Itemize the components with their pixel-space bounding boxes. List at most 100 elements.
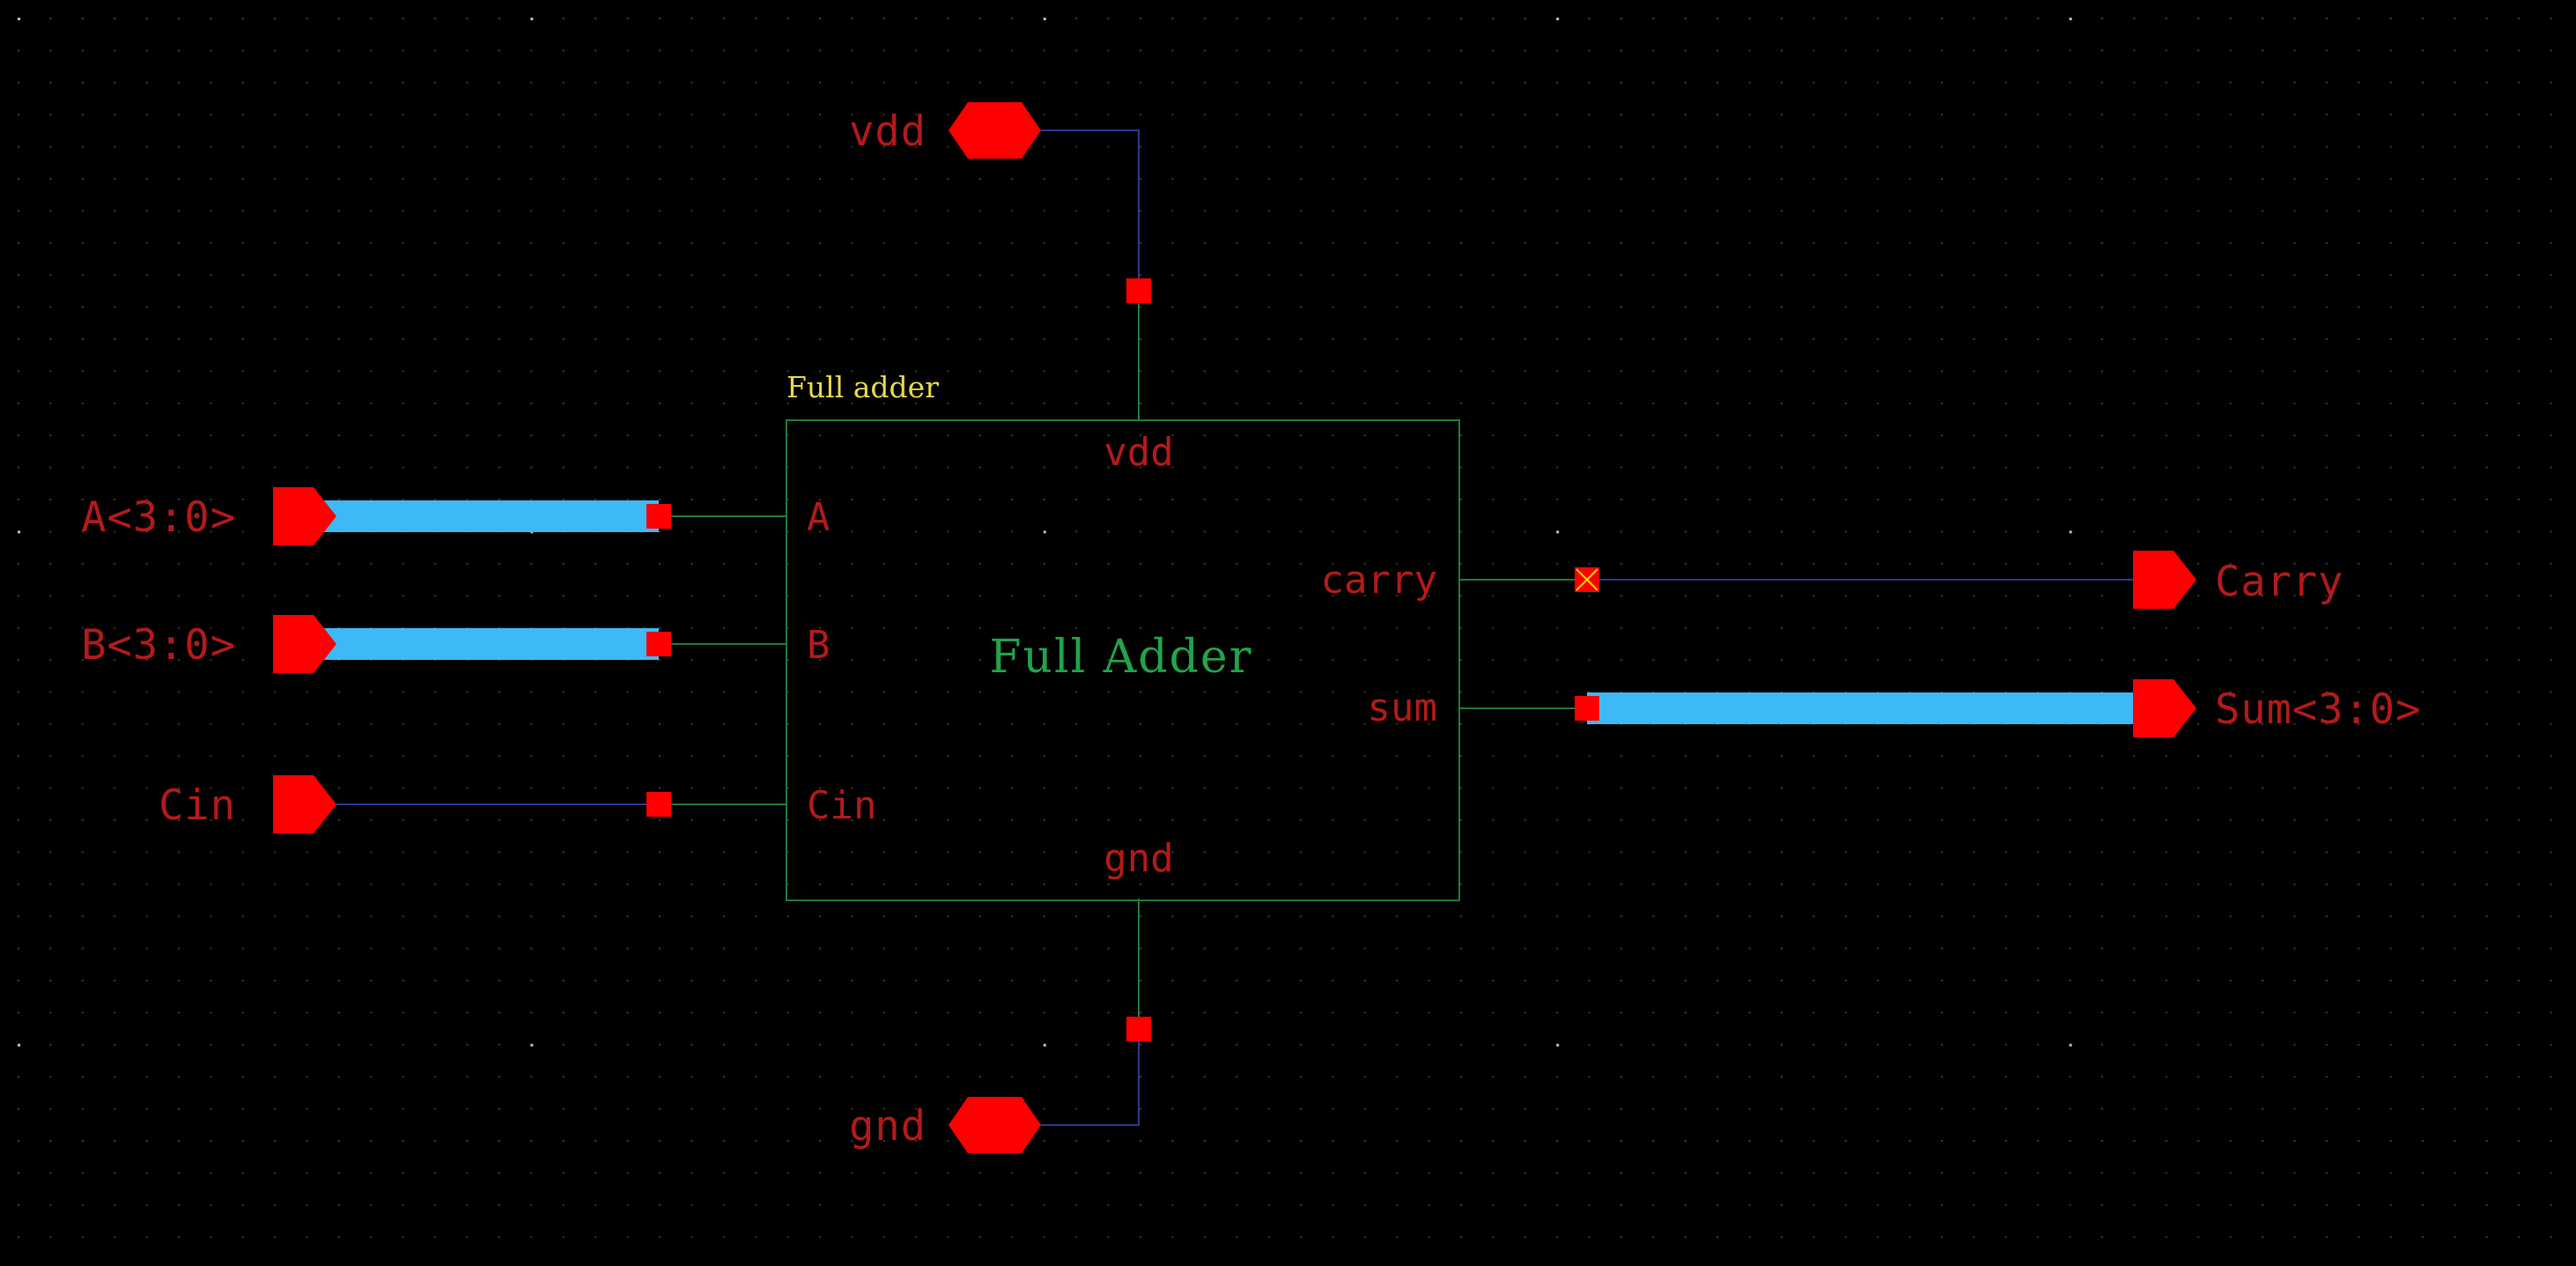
grid-dot — [1844, 659, 1847, 661]
grid-dot — [947, 370, 949, 373]
grid-dot — [1300, 1172, 1302, 1174]
grid-dot — [1171, 722, 1174, 725]
wire-end-B[interactable] — [646, 632, 671, 656]
grid-dot — [2389, 145, 2392, 148]
grid-dot — [947, 851, 949, 854]
grid-dot — [2358, 851, 2360, 854]
grid-dot — [1107, 114, 1110, 116]
grid-dot — [1748, 18, 1751, 19]
wire-end-A[interactable] — [646, 504, 671, 529]
wire-end-sum[interactable] — [1575, 696, 1599, 721]
grid-dot — [2358, 915, 2360, 918]
grid-dot — [2133, 787, 2136, 789]
grid-dot — [114, 851, 116, 854]
grid-dot — [2485, 659, 2488, 661]
grid-dot — [1332, 915, 1334, 918]
grid-dot — [1941, 49, 1943, 52]
grid-dot — [1908, 691, 1911, 693]
grid-dot — [338, 980, 340, 981]
grid-dot — [2037, 1203, 2040, 1206]
grid-dot — [2133, 947, 2136, 950]
grid-dot — [1877, 49, 1879, 52]
grid-dot — [1588, 980, 1591, 981]
grid-dot — [1043, 274, 1045, 277]
grid-dot — [2197, 819, 2200, 821]
grid-dot — [81, 306, 84, 308]
pin-vdd-hexagon-icon[interactable] — [948, 102, 1041, 159]
grid-dot — [338, 178, 340, 180]
grid-dot — [2069, 595, 2071, 597]
grid-dot — [755, 980, 757, 981]
grid-dot — [1107, 1236, 1110, 1239]
pin-Cin-arrow-icon[interactable] — [273, 775, 336, 833]
grid-dot — [722, 18, 725, 19]
grid-dot — [1941, 1236, 1943, 1239]
grid-dot — [1588, 1043, 1591, 1046]
grid-dot — [2518, 626, 2521, 629]
grid-dot — [1267, 241, 1270, 244]
block-outline[interactable] — [786, 419, 1460, 901]
grid-dot — [1877, 562, 1879, 565]
grid-dot — [2262, 755, 2263, 758]
grid-dot — [1812, 274, 1815, 277]
grid-dot — [1812, 947, 1815, 950]
grid-dot — [1363, 562, 1366, 565]
grid-dot — [18, 49, 19, 52]
wire-end-gnd[interactable] — [1126, 1017, 1151, 1041]
pin-Carry-arrow-icon[interactable] — [2133, 551, 2196, 609]
grid-dot — [851, 210, 853, 212]
grid-dot — [81, 562, 84, 565]
grid-dot — [1844, 274, 1847, 277]
pin-gnd-hexagon-icon[interactable] — [948, 1097, 1041, 1153]
full-adder-block[interactable]: Full adder Full Adder vdd A B Cin carry … — [786, 370, 1460, 901]
grid-dot — [49, 626, 52, 629]
grid-dot — [338, 466, 340, 469]
bus-Sum[interactable] — [1587, 692, 2138, 724]
grid-dot — [2485, 434, 2488, 437]
grid-dot — [1043, 1076, 1045, 1078]
grid-dot — [562, 241, 565, 244]
grid-dot — [338, 49, 340, 52]
grid-dot — [370, 595, 373, 597]
grid-dot — [1107, 722, 1110, 725]
grid-dot — [2389, 1172, 2392, 1174]
grid-dot — [1075, 274, 1078, 277]
grid-dot — [1267, 947, 1270, 950]
unconnected-end-carry[interactable] — [1575, 567, 1599, 592]
grid-dot — [2325, 915, 2328, 918]
pin-B-arrow-icon[interactable] — [273, 615, 336, 673]
wire-end-Cin[interactable] — [646, 792, 671, 817]
grid-dot — [659, 787, 661, 789]
grid-dot — [178, 691, 180, 693]
grid-dot — [1941, 114, 1943, 116]
pin-Sum-arrow-icon[interactable] — [2133, 679, 2196, 737]
grid-dot — [145, 626, 148, 629]
grid-dot — [178, 241, 180, 244]
grid-dot — [1203, 915, 1206, 918]
grid-dot — [49, 145, 52, 148]
grid-dot — [1460, 49, 1462, 52]
grid-dot — [2454, 722, 2456, 725]
grid-dot — [402, 145, 404, 148]
bus-B[interactable] — [314, 628, 659, 660]
grid-dot — [1171, 338, 1174, 340]
grid-dot — [1812, 434, 1815, 437]
pin-A-arrow-icon[interactable] — [273, 487, 336, 545]
grid-dot — [594, 851, 597, 854]
grid-dot — [466, 145, 469, 148]
grid-dot — [1107, 851, 1110, 854]
grid-dot — [498, 947, 500, 950]
bus-A[interactable] — [314, 500, 659, 532]
grid-dot — [1748, 1236, 1751, 1239]
grid-dot — [2262, 1107, 2263, 1110]
grid-dot — [1908, 915, 1911, 918]
grid-dot — [1684, 851, 1687, 854]
grid-dot — [1011, 980, 1014, 981]
grid-dot — [145, 178, 148, 180]
grid-dot — [1492, 1043, 1495, 1046]
grid-dot — [1941, 1172, 1943, 1174]
grid-dot — [274, 947, 277, 950]
wire-end-vdd[interactable] — [1126, 278, 1151, 303]
grid-dot — [1171, 1076, 1174, 1078]
